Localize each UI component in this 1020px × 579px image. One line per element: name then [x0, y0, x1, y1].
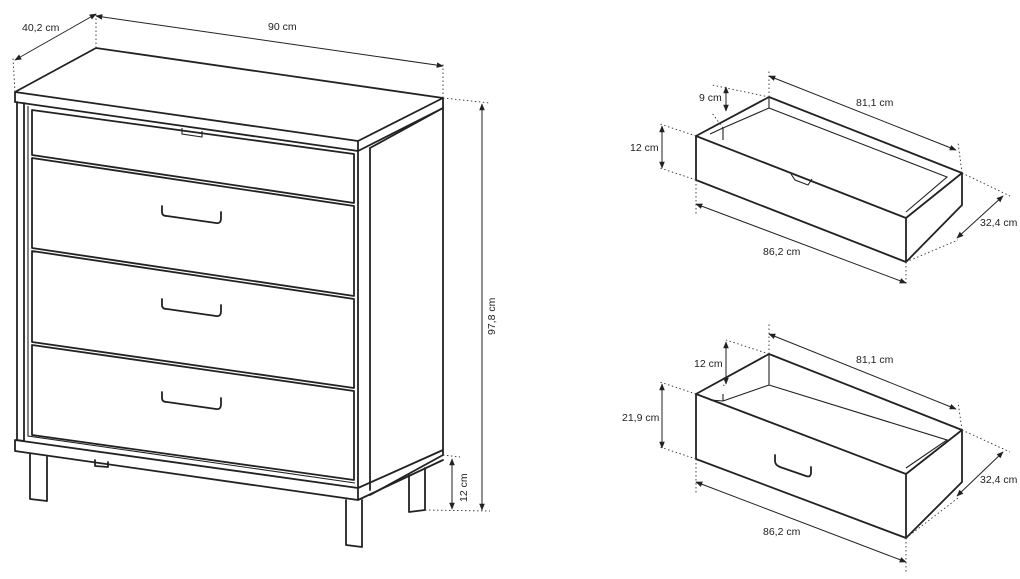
- bottom-drawer: [695, 353, 963, 539]
- drawer-handle-icon: [161, 298, 222, 318]
- dresser-top-drawer-notch: [181, 128, 203, 138]
- dresser-top-drawer: [31, 109, 355, 204]
- bottom-drawer-inner-height-label: 12 cm: [694, 358, 723, 370]
- top-drawer-notch: [790, 173, 813, 186]
- dresser-depth-label: 40,2 cm: [22, 22, 60, 34]
- top-drawer-side: [905, 172, 963, 263]
- dresser: [14, 47, 444, 548]
- dresser-left-panel: [16, 101, 25, 442]
- top-drawer-depth-label: 32,4 cm: [980, 217, 1018, 229]
- top-drawer-outer-width-label: 86,2 cm: [763, 246, 801, 258]
- top-drawer-back: [695, 96, 963, 174]
- bottom-drawer-inner-width-label: 81,1 cm: [856, 354, 894, 366]
- dresser-dimensions: 40,2 cm 90 cm 97,8 cm 12 cm: [12, 12, 498, 512]
- dresser-right-panel: [369, 107, 444, 496]
- top-drawer-inner-height-label: 9 cm: [699, 92, 722, 104]
- bottom-drawer-depth-label: 32,4 cm: [980, 474, 1018, 486]
- top-drawer-dimensions: 9 cm 12 cm 81,1 cm 86,2 cm 32,4 cm: [630, 70, 1018, 285]
- bottom-drawer-back: [695, 353, 963, 431]
- top-drawer-inner-width-label: 81,1 cm: [856, 97, 894, 109]
- bottom-drawer-outer-width-label: 86,2 cm: [763, 526, 801, 538]
- bottom-drawer-side: [905, 429, 963, 539]
- drawer-handle-icon: [774, 454, 812, 478]
- dresser-leg: [345, 499, 363, 548]
- dresser-front-stile: [357, 147, 371, 491]
- drawer-handle-icon: [161, 391, 222, 411]
- dresser-drawer-4: [31, 344, 355, 481]
- dresser-leg: [408, 467, 426, 513]
- dresser-base: [14, 439, 444, 501]
- bottom-drawer-front-height-label: 21,9 cm: [622, 412, 660, 424]
- dresser-leg: [94, 459, 109, 468]
- drawer-handle-icon: [161, 205, 222, 225]
- bottom-drawer-front: [695, 393, 907, 539]
- dresser-top: [14, 47, 444, 152]
- dresser-height-label: 97,8 cm: [486, 297, 498, 335]
- dresser-width-label: 90 cm: [268, 21, 297, 33]
- bottom-drawer-dimensions: 12 cm 21,9 cm 81,1 cm 86,2 cm 32,4 cm: [622, 322, 1018, 574]
- dresser-leg: [29, 453, 48, 502]
- top-drawer: [695, 96, 963, 263]
- dresser-drawer-3: [31, 250, 355, 389]
- top-drawer-front-height-label: 12 cm: [630, 142, 659, 154]
- dresser-drawer-2: [31, 157, 355, 297]
- dresser-leg-height-label: 12 cm: [458, 473, 470, 502]
